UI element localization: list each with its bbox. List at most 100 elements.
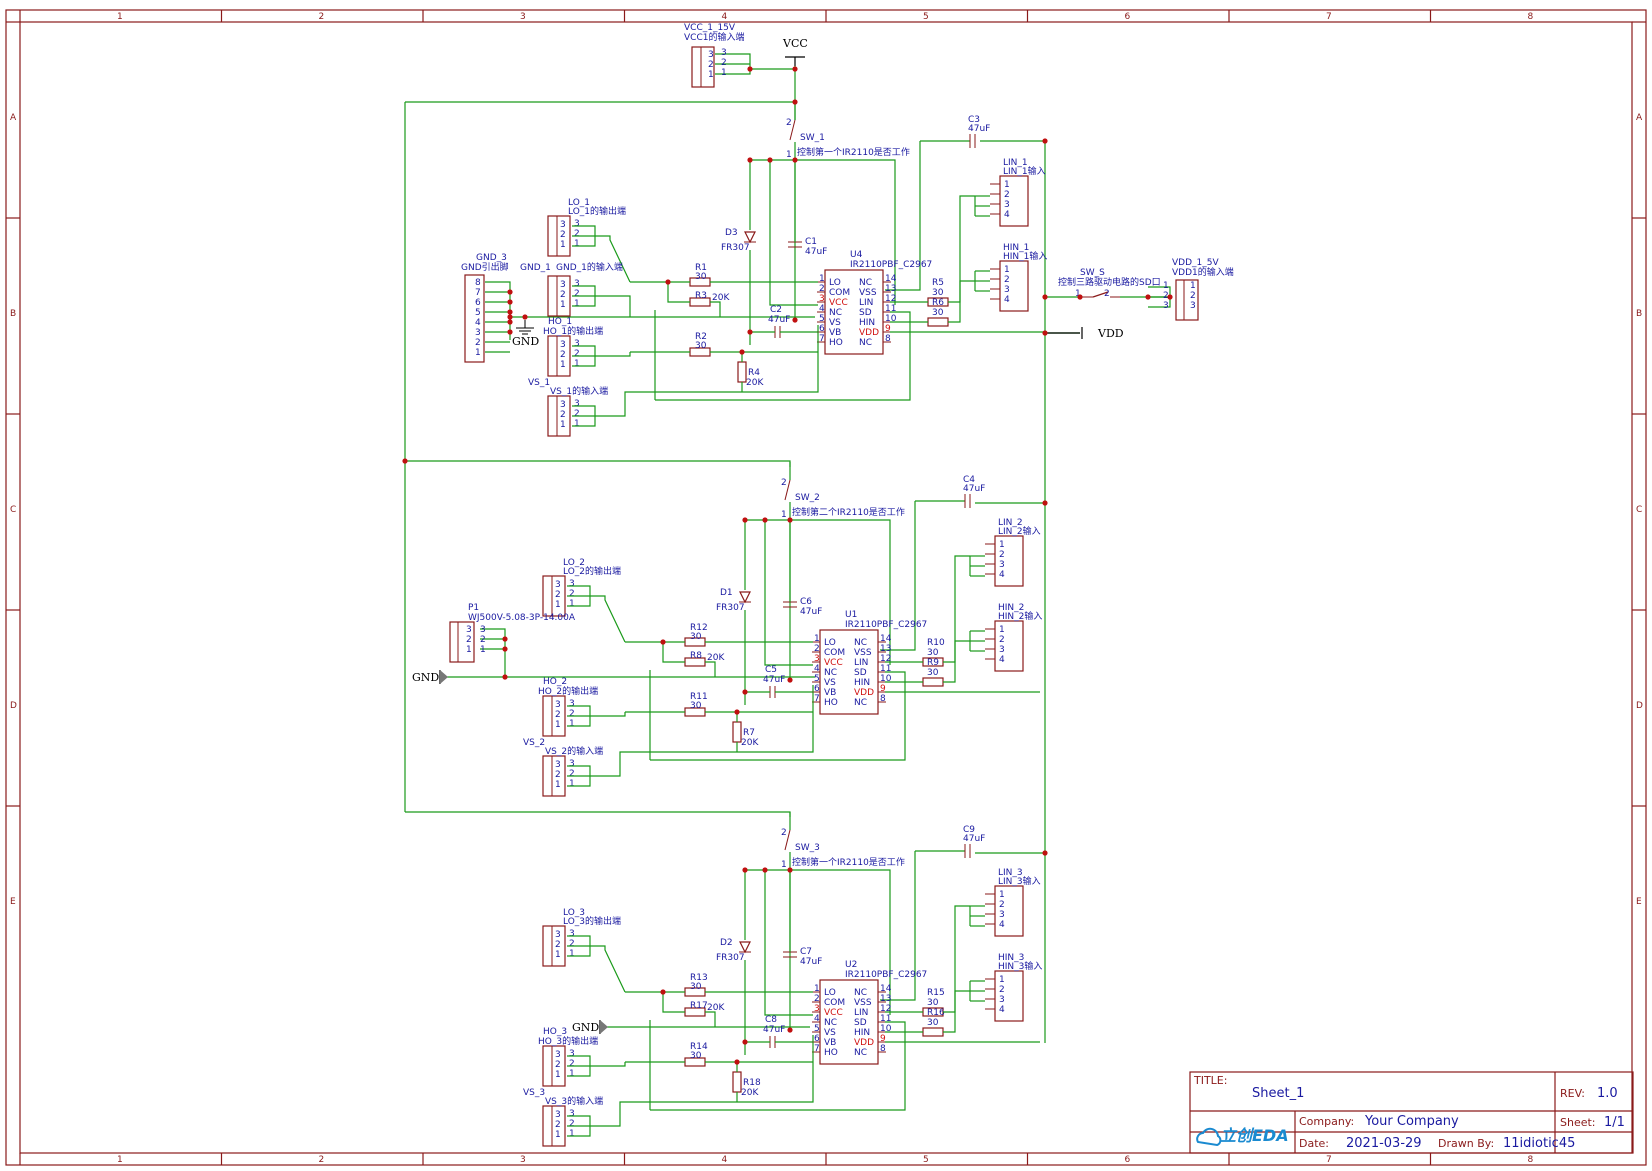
svg-text:3: 3 <box>999 910 1005 920</box>
grid-col-top-6: 6 <box>1125 12 1131 22</box>
cap-vdd-value: 47uF <box>963 484 985 494</box>
hin-name: HIN_3 <box>998 953 1024 963</box>
vcc-conn-name: VCC_1_15V <box>684 23 736 33</box>
svg-text:2: 2 <box>999 985 1005 995</box>
svg-text:2: 2 <box>1004 190 1010 200</box>
junction-dot <box>507 299 513 305</box>
ic-pin-name: HIN <box>859 318 875 328</box>
res-lin-name: R5 <box>932 278 944 288</box>
cap-boot-value: 47uF <box>805 247 827 257</box>
res-lo2-value: 20K <box>707 653 725 663</box>
grid-col-bottom-5: 5 <box>923 1155 929 1165</box>
switch-pin: 1 <box>781 510 787 520</box>
ic-pin-name: VS <box>829 318 841 328</box>
ic-pin-num: 14 <box>880 984 892 994</box>
ic-pin-num: 13 <box>885 284 896 294</box>
junction-dot <box>787 677 793 683</box>
switch-pin: 2 <box>781 478 787 488</box>
cap-boot-name: C6 <box>800 597 812 607</box>
ho-desc: HO_3的输出端 <box>538 1035 598 1047</box>
svg-text:2: 2 <box>574 289 580 299</box>
lin-name: LIN_3 <box>998 868 1023 878</box>
junction-dot <box>1042 500 1048 506</box>
hin-desc: HIN_2输入 <box>998 610 1042 622</box>
ic-value: IR2110PBF_C2967 <box>845 620 927 630</box>
ic-pin-num: 2 <box>814 644 820 654</box>
svg-text:2: 2 <box>466 635 472 645</box>
svg-text:3: 3 <box>721 48 727 58</box>
svg-text:1: 1 <box>555 720 561 730</box>
svg-text:3: 3 <box>999 645 1005 655</box>
junction-dot <box>762 867 768 873</box>
svg-text:1: 1 <box>560 300 566 310</box>
junction-dot <box>660 639 666 645</box>
ic-pin-name: NC <box>824 1018 837 1028</box>
junction-dot <box>792 317 798 323</box>
res-lin-value: 30 <box>932 288 944 298</box>
res-ho2-name: R18 <box>743 1078 761 1088</box>
lo-desc: LO_3的输出端 <box>563 915 621 927</box>
hin-name: HIN_1 <box>1003 243 1029 253</box>
ic-pin-name: VDD <box>859 328 879 338</box>
vcc-input-connector: VCC_1_15V VCC1的输入端 321 321 <box>684 23 744 88</box>
ic-pin-name: LO <box>829 278 841 288</box>
switch-pin: 2 <box>781 828 787 838</box>
grid-col-bottom-8: 8 <box>1528 1155 1534 1165</box>
res-lo2-name: R8 <box>690 651 702 661</box>
ic-pin-name: VS <box>824 1028 836 1038</box>
junction-dot <box>739 349 745 355</box>
svg-text:2: 2 <box>569 769 575 779</box>
cap-boot-value: 47uF <box>800 957 822 967</box>
grid-col-top-8: 8 <box>1528 12 1534 22</box>
ic-pin-name: VB <box>824 1038 836 1048</box>
svg-text:1: 1 <box>574 359 580 369</box>
junction-dot <box>792 66 798 72</box>
svg-text:2: 2 <box>555 1120 561 1130</box>
junction-dot <box>767 157 773 163</box>
svg-text:2: 2 <box>708 60 714 70</box>
svg-text:3: 3 <box>1163 301 1169 311</box>
svg-text:2: 2 <box>560 230 566 240</box>
grid-row-left-B: B <box>10 309 16 319</box>
ic-pin-name: VSS <box>854 648 872 658</box>
ic-pin-num: 11 <box>880 1014 891 1024</box>
switch-name: SW_1 <box>800 133 825 143</box>
gnd-label-bottom: GND <box>572 1021 599 1034</box>
res-ho-value: 30 <box>690 1051 702 1061</box>
svg-text:2: 2 <box>574 349 580 359</box>
junction-dot <box>742 1039 748 1045</box>
driver-stage-1: SW_1控制第一个IR2110是否工作21D3FR307C147uFC247uF… <box>520 102 1047 437</box>
svg-text:1: 1 <box>555 950 561 960</box>
diode-name: D3 <box>725 228 738 238</box>
ic-pin-name: VSS <box>859 288 877 298</box>
junction-dot <box>502 636 508 642</box>
ic-pin-name: VS <box>824 678 836 688</box>
svg-text:1: 1 <box>569 1069 575 1079</box>
ic-pin-name: LO <box>824 638 836 648</box>
cap-vdd-value: 47uF <box>968 124 990 134</box>
res-lo-value: 30 <box>690 982 702 992</box>
rev-label: REV: <box>1560 1087 1585 1100</box>
lin-desc: LIN_1输入 <box>1003 165 1046 177</box>
ic-value: IR2110PBF_C2967 <box>850 260 932 270</box>
ic-pin-num: 9 <box>880 684 886 694</box>
grid-row-left-E: E <box>10 897 16 907</box>
svg-text:2: 2 <box>555 710 561 720</box>
svg-text:3: 3 <box>1190 301 1196 311</box>
svg-text:1: 1 <box>999 625 1005 635</box>
title-block: TITLE: Sheet_1 REV: 1.0 Company: Your Co… <box>1189 1071 1634 1154</box>
ic-pin-num: 3 <box>814 654 820 664</box>
junction-dot <box>507 289 513 295</box>
res-lo-name: R12 <box>690 623 708 633</box>
res-lo-value: 30 <box>695 272 707 282</box>
vdd-conn-name: VDD_1_5V <box>1172 258 1219 268</box>
res-lin-value: 30 <box>927 648 939 658</box>
res-ho-name: R11 <box>690 692 708 702</box>
gnd-symbol-bottom: GND <box>572 1020 608 1034</box>
svg-text:1: 1 <box>574 239 580 249</box>
diode-value: FR307 <box>721 243 750 253</box>
ic-pin-name: LO <box>824 988 836 998</box>
